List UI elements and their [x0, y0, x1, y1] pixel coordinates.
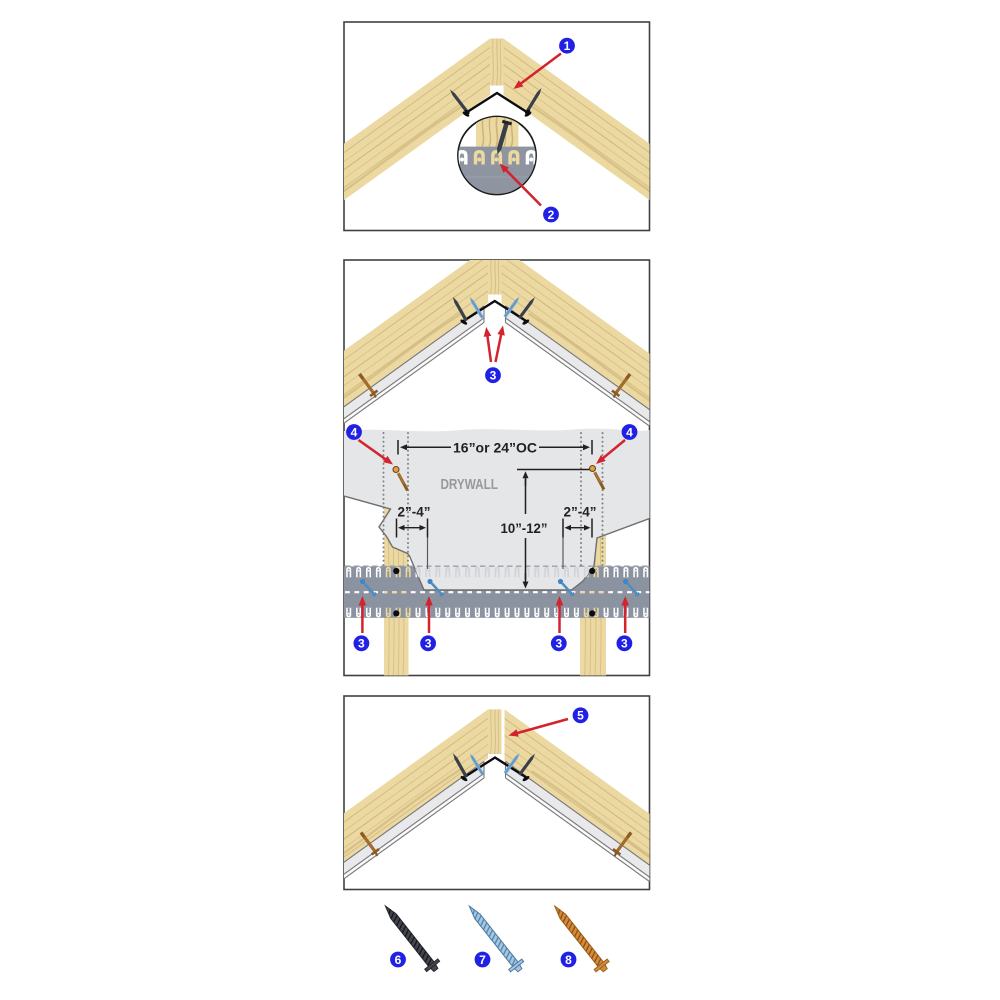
svg-text:3: 3	[358, 637, 365, 651]
svg-text:8: 8	[565, 953, 572, 967]
svg-text:4: 4	[351, 425, 358, 439]
svg-text:3: 3	[490, 369, 497, 383]
svg-text:10”-12”: 10”-12”	[501, 521, 548, 536]
svg-text:1: 1	[564, 39, 571, 53]
svg-text:7: 7	[479, 953, 486, 967]
svg-text:6: 6	[395, 953, 402, 967]
svg-text:3: 3	[621, 637, 628, 651]
svg-text:3: 3	[555, 637, 562, 651]
svg-text:3: 3	[425, 637, 432, 651]
svg-text:2: 2	[548, 208, 555, 222]
svg-text:5: 5	[577, 709, 584, 723]
svg-text:DRYWALL: DRYWALL	[440, 476, 498, 493]
svg-text:16”or 24”OC: 16”or 24”OC	[453, 440, 537, 455]
svg-text:4: 4	[626, 425, 633, 439]
svg-text:2”-4”: 2”-4”	[564, 505, 597, 520]
svg-text:2”-4”: 2”-4”	[398, 505, 431, 520]
